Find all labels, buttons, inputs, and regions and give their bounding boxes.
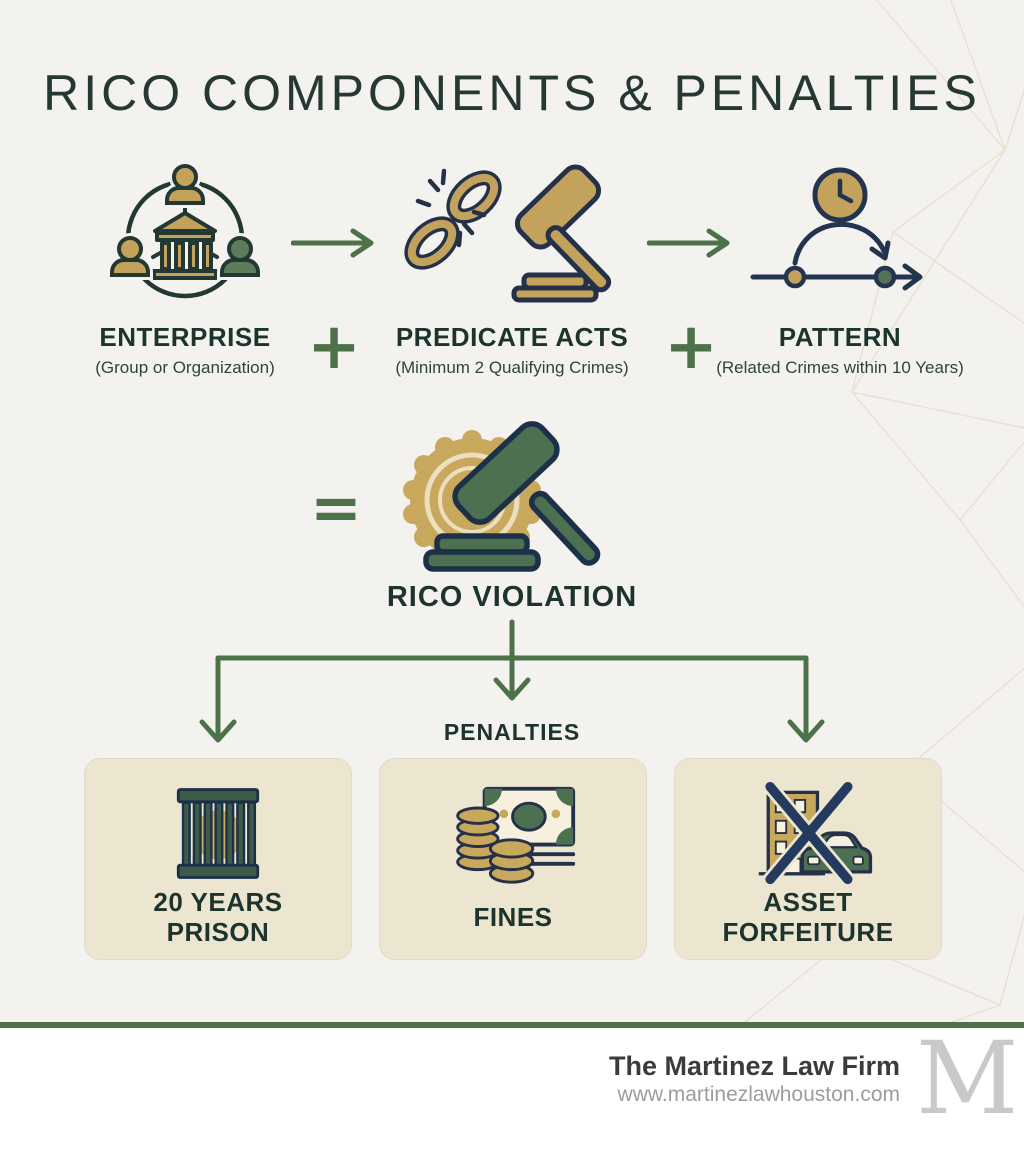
arrow-right-icon	[291, 228, 374, 258]
footer: The Martinez Law Firm www.martinezlawhou…	[0, 1024, 1024, 1154]
component-pattern: PATTERN (Related Crimes within 10 Years)	[710, 158, 970, 378]
component-label-enterprise: ENTERPRISE	[99, 322, 271, 352]
component-sublabel-pattern: (Related Crimes within 10 Years)	[716, 358, 964, 377]
component-label-pattern: PATTERN	[778, 322, 902, 352]
predicate-acts-icon-wrap	[396, 158, 628, 310]
footer-text-block: The Martinez Law Firm www.martinezlawhou…	[609, 1050, 900, 1108]
penalty-card-fines: FINES	[379, 758, 647, 960]
firm-monogram-logo: M	[916, 1020, 1019, 1137]
pattern-icon-wrap	[745, 158, 935, 310]
penalty-label-prison: 20 YEARS PRISON	[153, 887, 282, 959]
enterprise-icon-wrap	[109, 158, 261, 310]
crossed-building-car-icon	[758, 781, 873, 887]
equals-operator: =	[310, 471, 362, 544]
enterprise-network-icon	[109, 161, 261, 299]
page-title: RICO COMPONENTS & PENALTIES	[43, 65, 981, 121]
penalty-card-prison: 20 YEARS PRISON	[84, 758, 352, 960]
penalty-label-line2: PRISON	[166, 917, 270, 947]
component-enterprise: ENTERPRISE (Group or Organization)	[55, 158, 315, 378]
fines-icon-wrap	[448, 759, 578, 887]
firm-name: The Martinez Law Firm	[608, 1051, 900, 1081]
result-label: RICO VIOLATION	[386, 581, 638, 613]
asset-forfeiture-icon-wrap	[739, 759, 877, 887]
arrow-right-icon	[647, 228, 730, 258]
component-sublabel-enterprise: (Group or Organization)	[95, 358, 275, 377]
branch-arrows	[199, 619, 825, 743]
penalty-label-line1: FINES	[473, 902, 553, 932]
prison-icon-wrap	[166, 759, 270, 887]
plus-operator: +	[307, 310, 361, 384]
component-sublabel-predicate-acts: (Minimum 2 Qualifying Crimes)	[395, 358, 629, 377]
firm-website: www.martinezlawhouston.com	[617, 1083, 900, 1106]
penalty-label-line1: 20 YEARS	[153, 887, 283, 917]
plus-operator: +	[664, 310, 718, 384]
penalty-label-fines: FINES	[473, 887, 552, 959]
broken-chain-and-gavel-icon	[404, 164, 612, 303]
rico-violation-gavel-badge-icon	[403, 421, 601, 572]
penalty-label-asset-forfeiture: ASSET FORFEITURE	[722, 887, 893, 959]
penalty-label-line2: FORFEITURE	[722, 917, 894, 947]
component-predicate-acts: PREDICATE ACTS (Minimum 2 Qualifying Cri…	[382, 158, 642, 378]
footer-divider-bar	[0, 1022, 1024, 1028]
prison-bars-icon	[176, 788, 260, 879]
penalty-card-asset-forfeiture: ASSET FORFEITURE	[674, 758, 942, 960]
component-label-predicate-acts: PREDICATE ACTS	[395, 322, 629, 352]
cash-and-coins-icon	[456, 786, 576, 884]
penalty-label-line1: ASSET	[763, 887, 853, 917]
clock-timeline-icon	[750, 167, 923, 291]
penalties-header: PENALTIES	[443, 719, 581, 745]
